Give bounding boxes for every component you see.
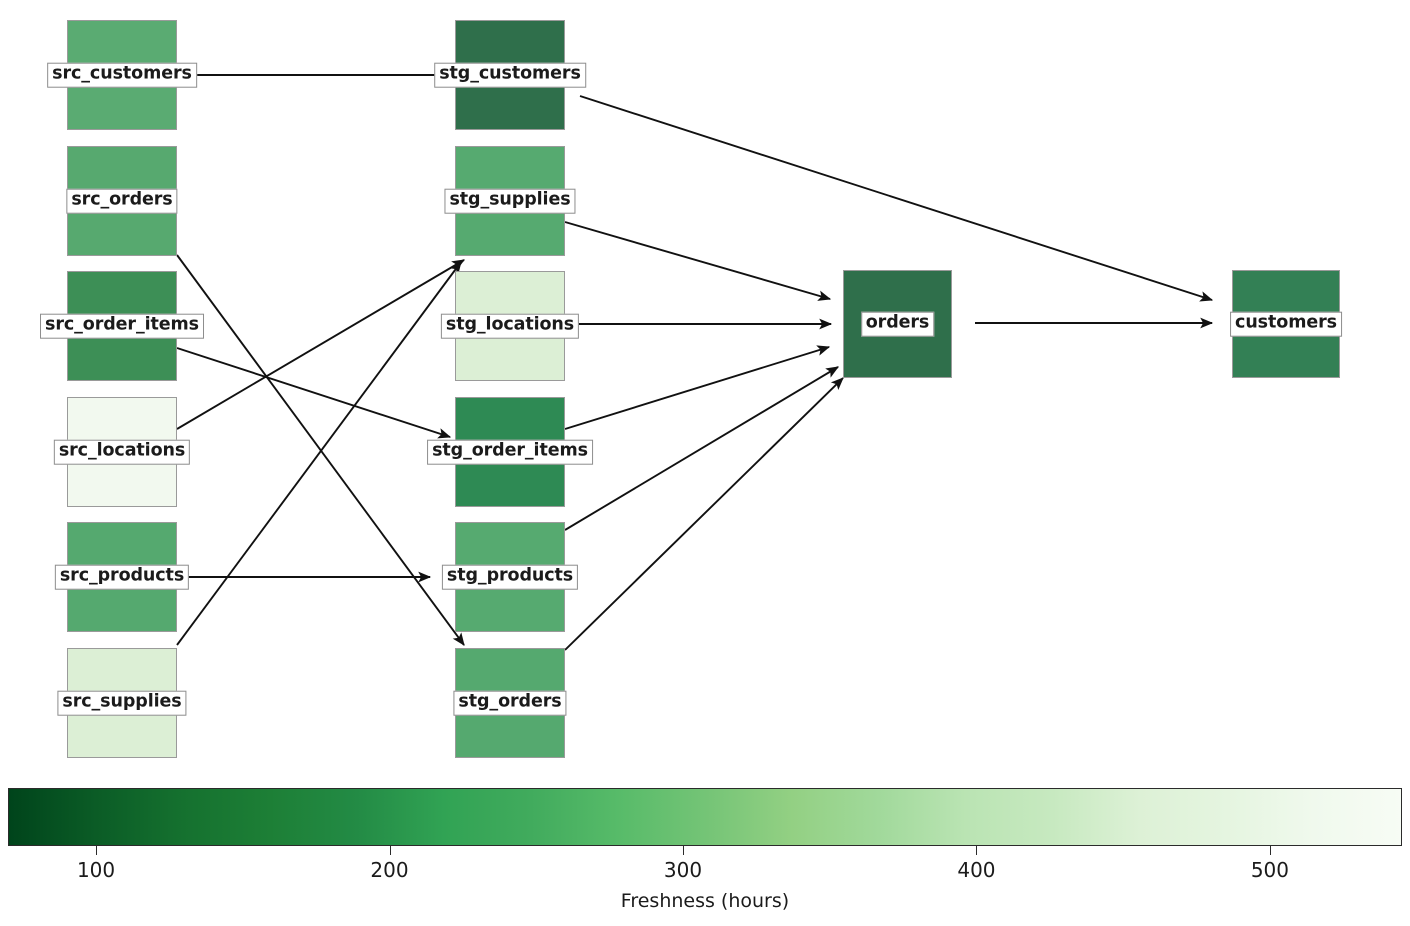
colorbar-tick-label-500: 500 <box>1250 858 1290 882</box>
edge-stg_customers-to-customers <box>579 95 1214 302</box>
edge-stg_supplies-to-orders <box>564 221 832 301</box>
node-label-src_customers: src_customers <box>47 62 197 88</box>
node-label-stg_supplies: stg_supplies <box>444 188 576 214</box>
edges <box>176 74 1214 651</box>
edge-layer <box>176 74 1214 651</box>
node-label-src_order_items: src_order_items <box>40 313 204 339</box>
node-label-src_supplies: src_supplies <box>57 690 187 716</box>
colorbar-tick-400 <box>976 846 978 855</box>
node-label-src_orders: src_orders <box>66 188 178 214</box>
colorbar-tick-300 <box>682 846 684 855</box>
colorbar-tick-500 <box>1269 846 1271 855</box>
node-label-src_products: src_products <box>54 564 190 590</box>
node-label-stg_customers: stg_customers <box>434 62 586 88</box>
edge-stg_products-to-orders <box>564 366 839 531</box>
colorbar-tick-200 <box>389 846 391 855</box>
node-label-stg_orders: stg_orders <box>453 690 567 716</box>
node-label-stg_order_items: stg_order_items <box>427 439 593 465</box>
colorbar-gradient <box>8 788 1402 846</box>
colorbar-tick-label-100: 100 <box>76 858 116 882</box>
edge-src_locations-to-stg_locations <box>176 259 465 430</box>
edge-src_order_items-to-stg_order_items <box>176 347 452 439</box>
colorbar-area: 100 200 300 400 500 Freshness (hours) <box>0 786 1410 926</box>
node-label-stg_products: stg_products <box>441 564 579 590</box>
colorbar-tick-100 <box>96 846 98 855</box>
colorbar-tick-label-200: 200 <box>370 858 409 882</box>
node-label-stg_locations: stg_locations <box>440 313 580 339</box>
node-label-customers: customers <box>1230 311 1342 337</box>
colorbar-label: Freshness (hours) <box>620 890 790 912</box>
colorbar-tick-label-400: 400 <box>957 858 996 882</box>
edge-stg_order_items-to-orders <box>564 345 831 430</box>
colorbar-tick-label-300: 300 <box>663 858 703 882</box>
edge-stg_orders-to-orders <box>564 377 844 651</box>
node-label-orders: orders <box>860 311 935 337</box>
edge-src_supplies-to-stg_supplies <box>176 261 462 646</box>
node-label-src_locations: src_locations <box>53 439 191 465</box>
